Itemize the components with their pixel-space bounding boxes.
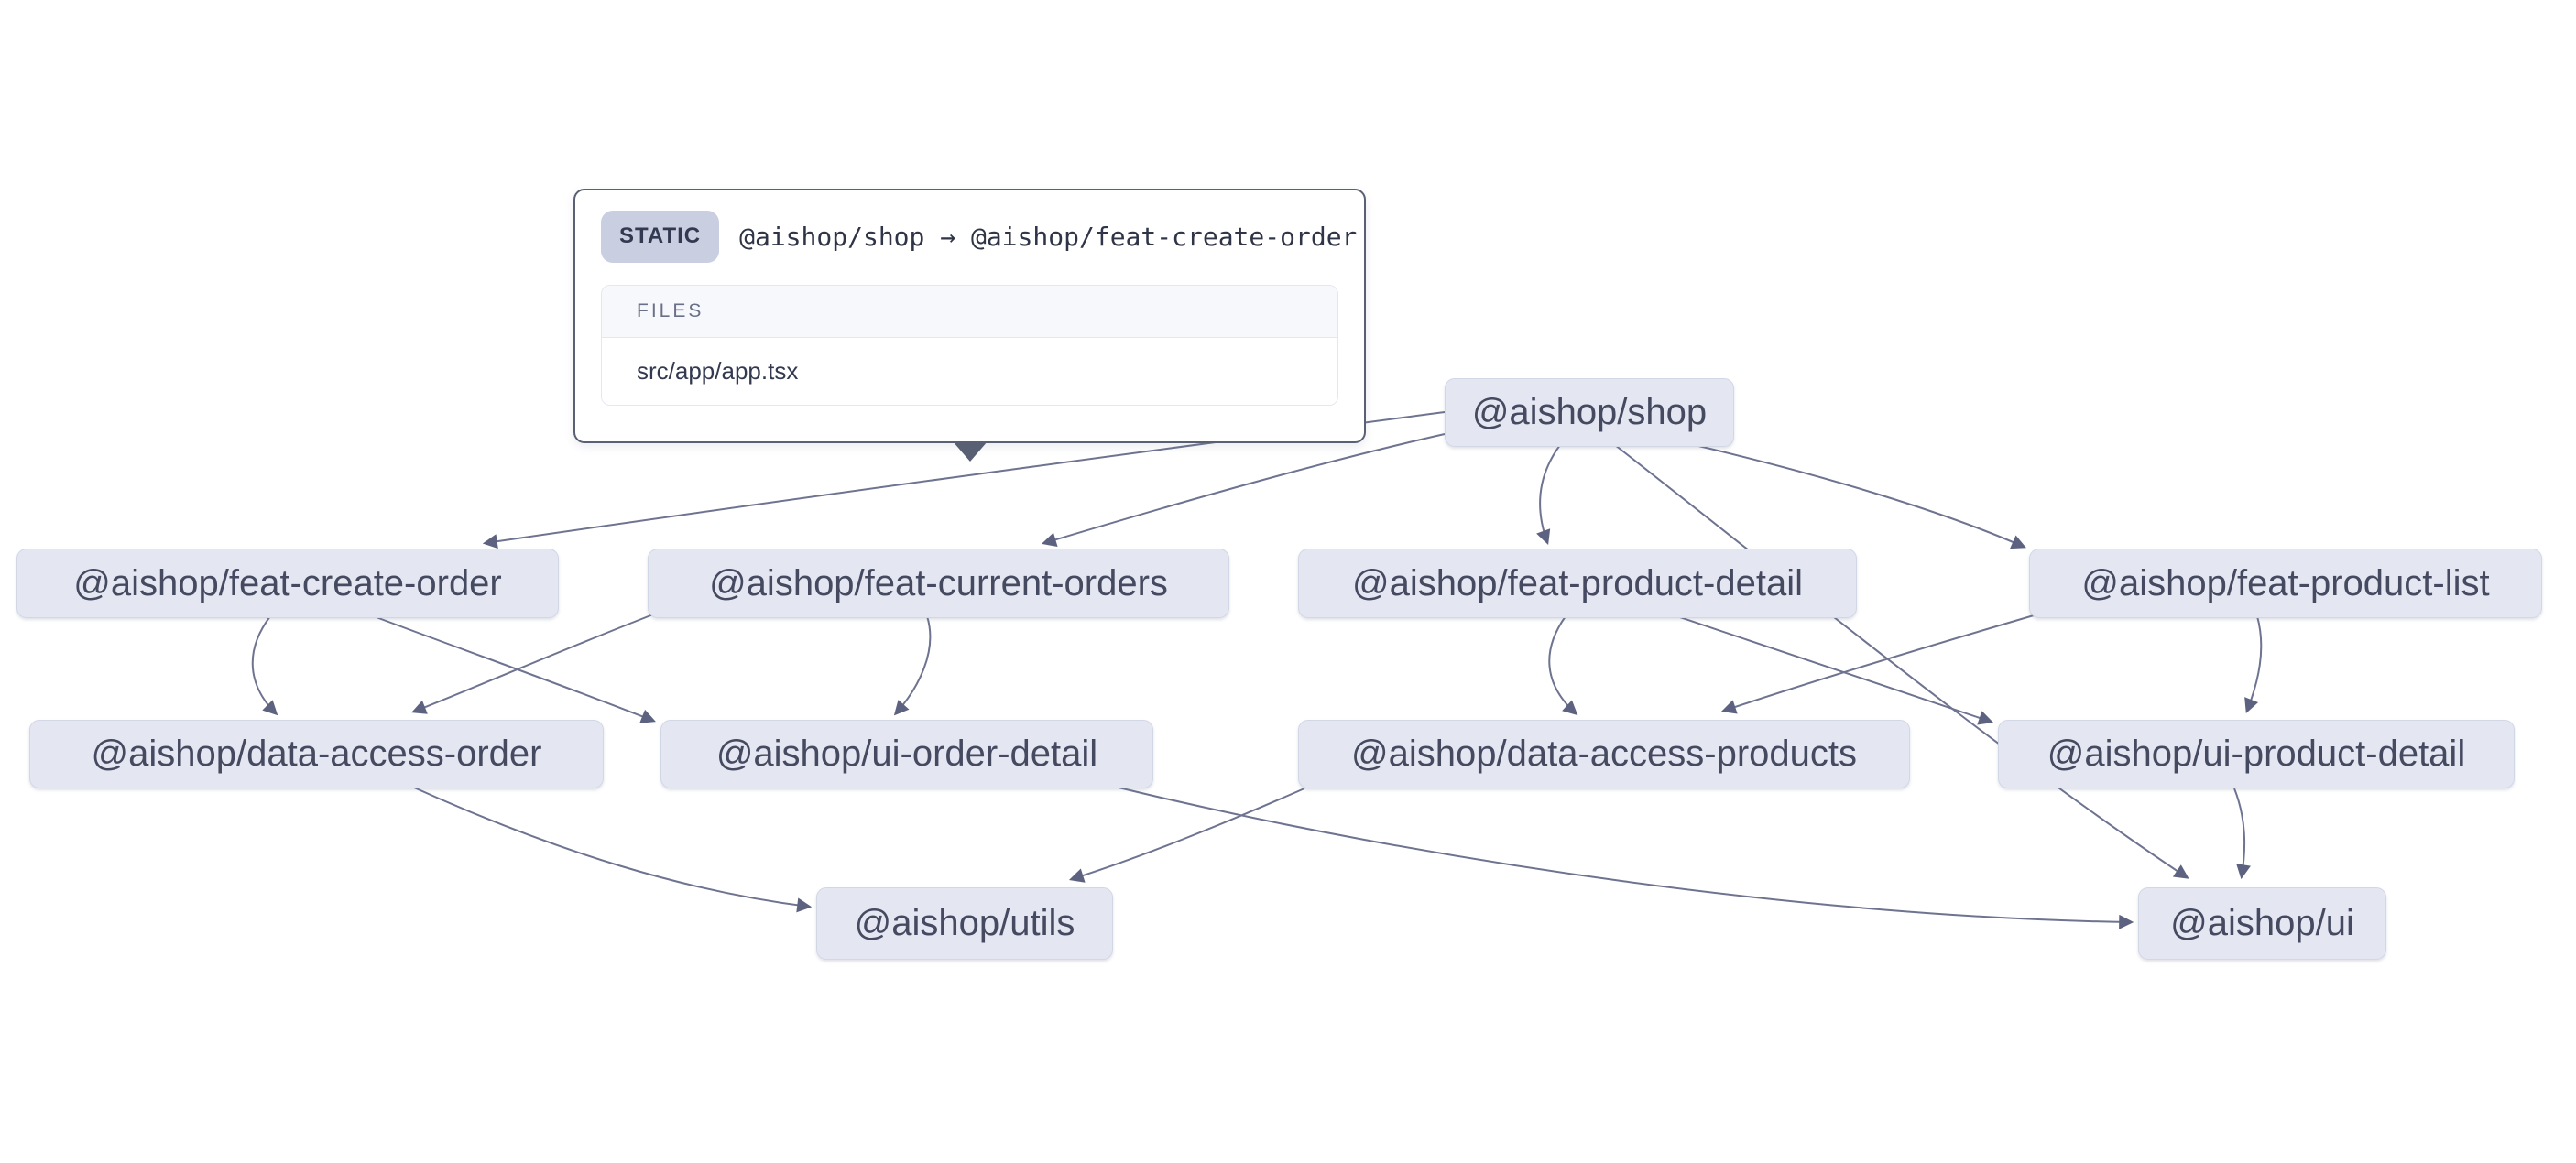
graph-edge-data-access-order-to-utils[interactable] [413,787,813,913]
edge-files-panel: FILES src/app/app.tsx [601,284,1338,406]
graph-node-data-access-order[interactable]: @aishop/data-access-order [29,720,604,788]
graph-node-feat-product-list[interactable]: @aishop/feat-product-list [2029,549,2542,618]
graph-edge-shop-to-feat-product-detail[interactable] [1536,444,1561,546]
graph-edge-shop-to-feat-product-list[interactable] [1694,444,2026,549]
graph-node-ui[interactable]: @aishop/ui [2138,887,2386,960]
graph-edge-feat-current-orders-to-data-access-order[interactable] [411,614,654,714]
graph-edge-feat-product-detail-to-ui-product-detail[interactable] [1676,615,1994,725]
graph-node-feat-current-orders[interactable]: @aishop/feat-current-orders [648,549,1229,618]
graph-node-data-access-products[interactable]: @aishop/data-access-products [1298,720,1910,788]
graph-edge-feat-product-list-to-data-access-products[interactable] [1720,613,2041,714]
graph-edge-data-access-products-to-utils[interactable] [1068,788,1305,883]
edge-type-badge: STATIC [601,211,720,263]
graph-edge-shop-to-ui[interactable] [1614,444,2189,879]
graph-edge-feat-product-list-to-ui-product-detail[interactable] [2244,615,2263,713]
edge-file-item: src/app/app.tsx [602,337,1337,405]
graph-edge-ui-product-detail-to-ui[interactable] [2233,788,2251,880]
graph-node-ui-order-detail[interactable]: @aishop/ui-order-detail [660,720,1153,788]
graph-edge-ui-order-detail-to-ui[interactable] [1118,787,2134,929]
graph-node-feat-product-detail[interactable]: @aishop/feat-product-detail [1298,549,1857,618]
edge-tooltip-header: STATIC @aishop/shop → @aishop/feat-creat… [601,211,1357,263]
graph-edge-feat-product-detail-to-data-access-products[interactable] [1548,615,1578,716]
graph-edge-feat-create-order-to-data-access-order[interactable] [251,615,278,716]
edge-tooltip: STATIC @aishop/shop → @aishop/feat-creat… [573,189,1366,443]
graph-node-shop[interactable]: @aishop/shop [1445,378,1734,447]
graph-edge-feat-current-orders-to-ui-order-detail[interactable] [893,615,932,716]
graph-node-ui-product-detail[interactable]: @aishop/ui-product-detail [1998,720,2515,788]
tooltip-pointer-icon [953,441,988,462]
graph-edge-shop-to-feat-current-orders[interactable] [1041,433,1446,547]
edge-files-heading: FILES [602,285,1337,338]
graph-edge-feat-create-order-to-ui-order-detail[interactable] [373,615,656,723]
graph-node-feat-create-order[interactable]: @aishop/feat-create-order [16,549,559,618]
edge-tooltip-title: @aishop/shop → @aishop/feat-create-order [739,221,1358,252]
graph-node-utils[interactable]: @aishop/utils [816,887,1113,960]
